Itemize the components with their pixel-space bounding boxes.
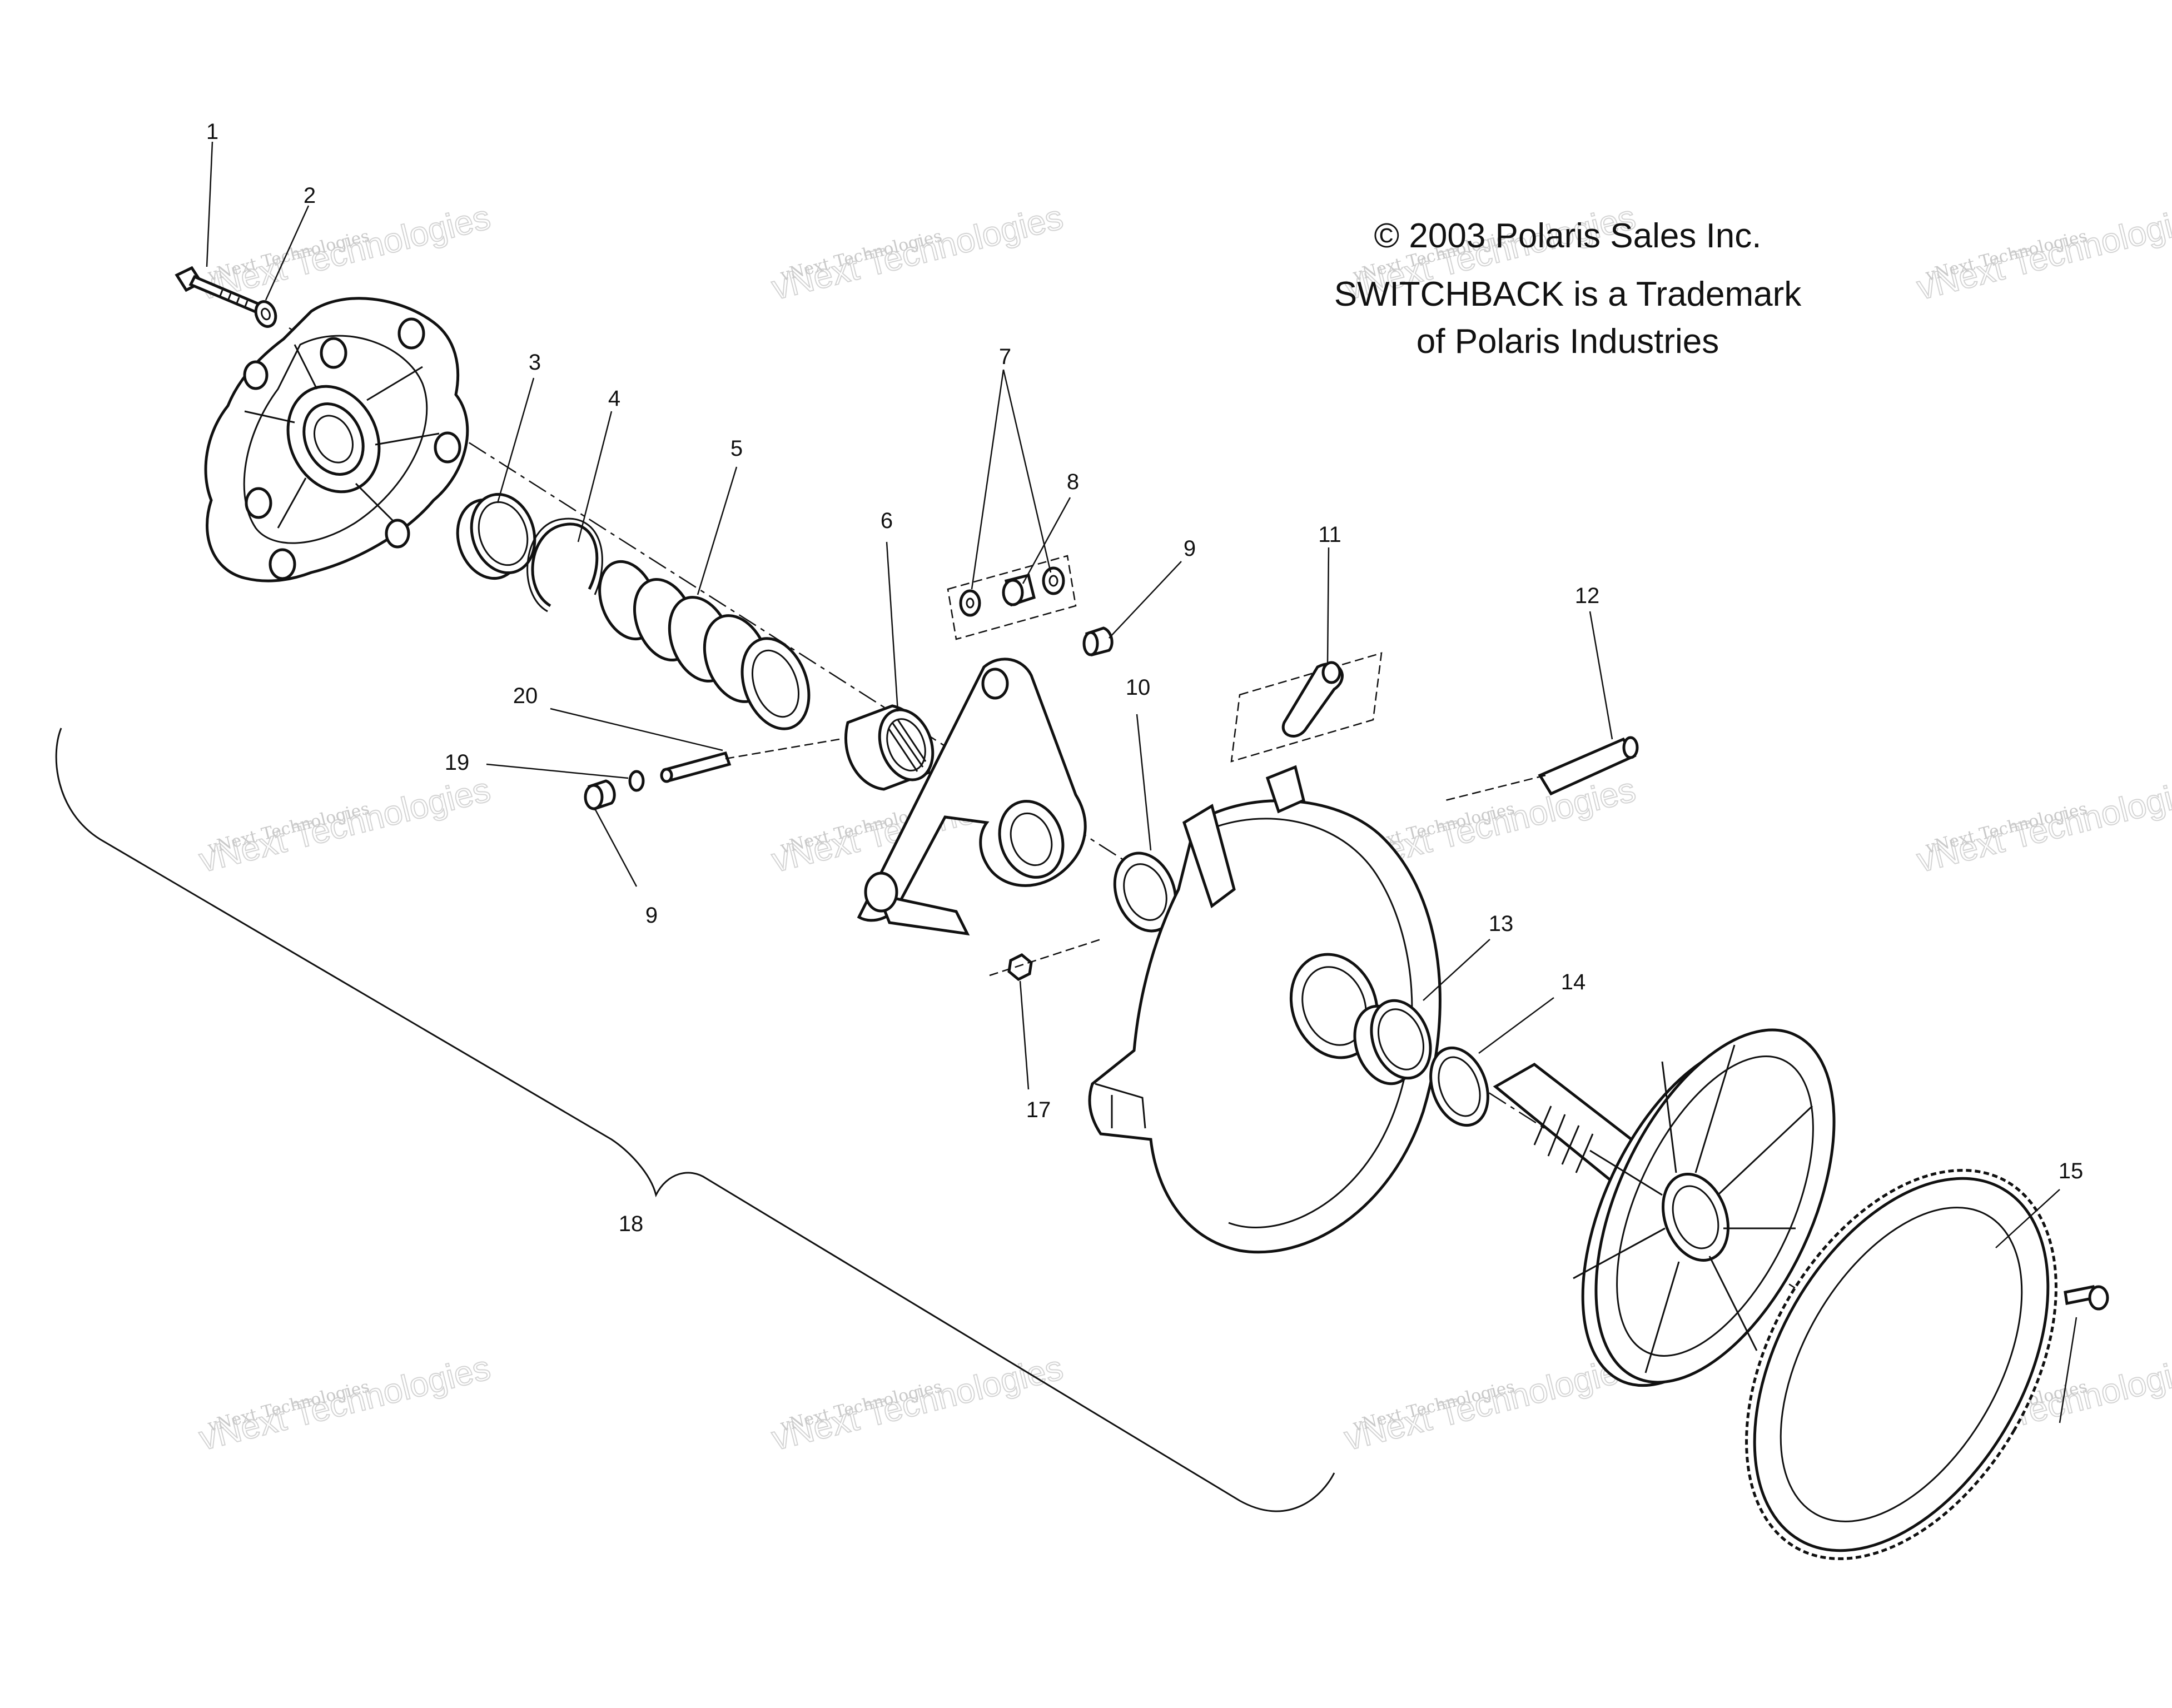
part-3-bushing	[456, 492, 536, 580]
callout-labels: 1 2 3 4 5 6 7 8 9 10 11 12 13 14 15 17 1…	[206, 119, 2083, 1236]
watermark-outline: vNext Technologies	[1341, 1348, 1639, 1458]
callout-14: 14	[1561, 970, 1586, 994]
callout-15: 15	[2059, 1159, 2084, 1183]
part-9-button-lower	[584, 779, 616, 811]
part-20-pin	[660, 751, 732, 783]
copyright-line-2: SWITCHBACK is a Trademark	[1334, 275, 1802, 313]
part-fixed-sheave	[1493, 1028, 1836, 1387]
watermark-outline: vNext Technologies	[196, 198, 494, 307]
part-4-snap-ring	[526, 517, 603, 613]
callout-18: 18	[619, 1212, 644, 1236]
callout-19: 19	[445, 750, 470, 775]
copyright-block: © 2003 Polaris Sales Inc. SWITCHBACK is …	[1334, 217, 1802, 361]
part-12-pin	[1538, 736, 1639, 796]
part-1-bolt	[175, 266, 262, 315]
callout-3: 3	[529, 350, 541, 375]
callout-1: 1	[206, 119, 218, 144]
watermark-outline: vNext Technologies	[196, 770, 494, 880]
part-6-spider	[844, 704, 935, 791]
part-9-button-upper	[1082, 626, 1114, 657]
callout-6: 6	[881, 509, 893, 533]
callout-2: 2	[304, 183, 316, 208]
part-moveable-sheave	[1088, 765, 1442, 1254]
callout-20: 20	[513, 684, 538, 708]
leader-lines	[206, 141, 2077, 1423]
callout-11: 11	[1318, 522, 1341, 547]
part-7-8-rollers	[947, 555, 1077, 640]
part-roller-arm	[857, 658, 1087, 936]
part-cover-plate	[204, 297, 469, 582]
part-18-assembly-bracket	[55, 728, 1335, 1512]
copyright-line-3: of Polaris Industries	[1416, 322, 1719, 361]
part-19-washer	[628, 770, 645, 792]
part-11-clip	[1230, 652, 1383, 763]
part-15-ring-gear	[1745, 1169, 2057, 1560]
callout-13: 13	[1489, 912, 1514, 936]
callout-10: 10	[1126, 675, 1151, 700]
part-14-washer	[1429, 1046, 1489, 1127]
callout-12: 12	[1575, 584, 1600, 608]
part-2-washer	[254, 300, 277, 328]
part-15-screw	[2064, 1285, 2109, 1311]
watermark-outline: vNext Technologies	[768, 1348, 1067, 1458]
part-13-bushing	[1353, 999, 1432, 1085]
callout-9-lower: 9	[645, 903, 658, 928]
callout-17: 17	[1026, 1098, 1051, 1122]
copyright-line-1: © 2003 Polaris Sales Inc.	[1374, 217, 1761, 255]
part-10-thrust-washer	[1113, 851, 1177, 933]
callout-8: 8	[1067, 470, 1079, 494]
callout-9-upper: 9	[1184, 536, 1196, 561]
part-5-spring	[598, 560, 811, 730]
part-17-nut	[1007, 953, 1033, 981]
callout-5: 5	[730, 436, 743, 461]
watermark-outline: vNext Technologies	[196, 1348, 494, 1458]
callout-7: 7	[999, 345, 1011, 369]
watermark-outline: vNext Technologies	[768, 198, 1067, 307]
callout-4: 4	[608, 386, 620, 411]
